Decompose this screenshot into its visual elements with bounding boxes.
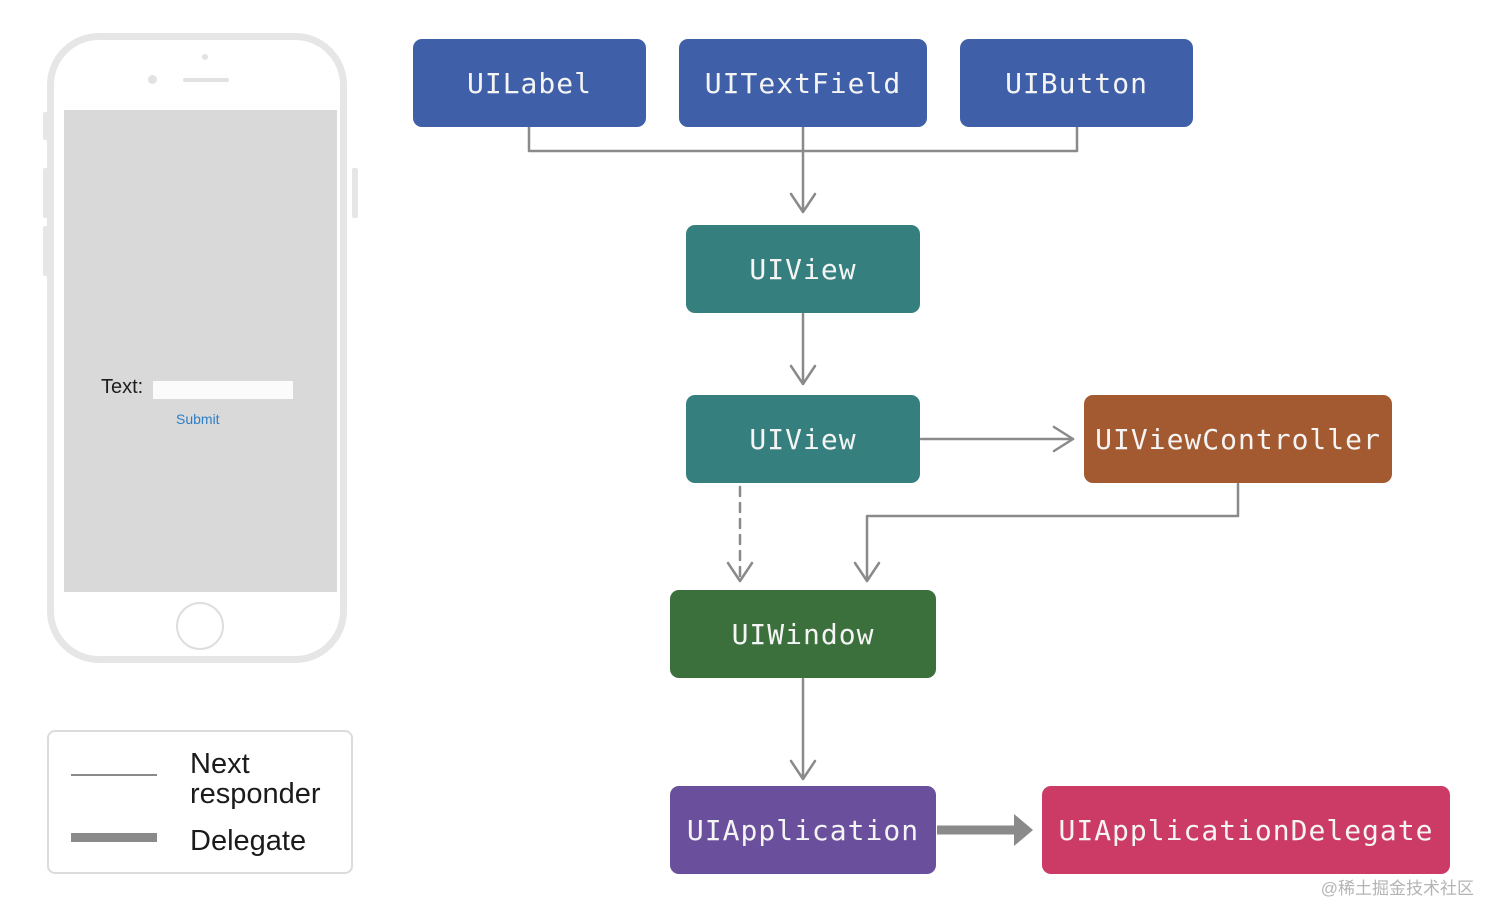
uiview-top-node[interactable]: UIView [686, 225, 920, 313]
phone-volume-up-button [43, 168, 49, 218]
phone-power-button [352, 168, 358, 218]
arrowhead-uiwindow-dashed [726, 561, 754, 583]
arrowhead-delegate [1014, 814, 1033, 846]
next-responder-line-swatch [71, 774, 157, 776]
uiapplication-node[interactable]: UIApplication [670, 786, 936, 874]
uitextfield-node[interactable]: UITextField [679, 39, 927, 127]
text-input[interactable] [153, 381, 293, 399]
phone-mute-switch [43, 112, 49, 140]
arrowhead-uiview-mid [789, 364, 817, 386]
uiwindow-node[interactable]: UIWindow [670, 590, 936, 678]
phone-screen: Text: Submit [64, 110, 337, 592]
uiviewcontroller-node[interactable]: UIViewController [1084, 395, 1392, 483]
iphone-mockup: Text: Submit [47, 33, 347, 663]
phone-volume-down-button [43, 226, 49, 276]
front-camera-icon [202, 54, 208, 60]
arrowhead-uiview-top [789, 192, 817, 214]
arrowhead-uiwindow [853, 561, 881, 583]
home-button[interactable] [176, 602, 224, 650]
submit-button[interactable]: Submit [176, 411, 220, 427]
uiview-mid-node[interactable]: UIView [686, 395, 920, 483]
legend-delegate-label: Delegate [190, 825, 307, 857]
uiapplicationdelegate-node[interactable]: UIApplicationDelegate [1042, 786, 1450, 874]
uilabel-to-uiview-line [527, 125, 805, 153]
legend: Next responder Delegate [47, 730, 353, 874]
text-label: Text: [101, 376, 144, 398]
uibutton-node[interactable]: UIButton [960, 39, 1193, 127]
speaker-icon [183, 78, 229, 82]
uiviewcontroller-to-uiwindow-line [865, 482, 1240, 582]
legend-next-responder-label: Next responder [190, 748, 321, 810]
proximity-sensor-icon [148, 75, 157, 84]
arrowhead-uiapplication [789, 759, 817, 781]
arrowhead-uiviewcontroller [1052, 425, 1075, 453]
delegate-line-swatch [71, 833, 157, 842]
uilabel-node[interactable]: UILabel [413, 39, 646, 127]
watermark: @稀土掘金技术社区 [1320, 879, 1474, 898]
uibutton-to-uiview-line [801, 125, 1079, 153]
